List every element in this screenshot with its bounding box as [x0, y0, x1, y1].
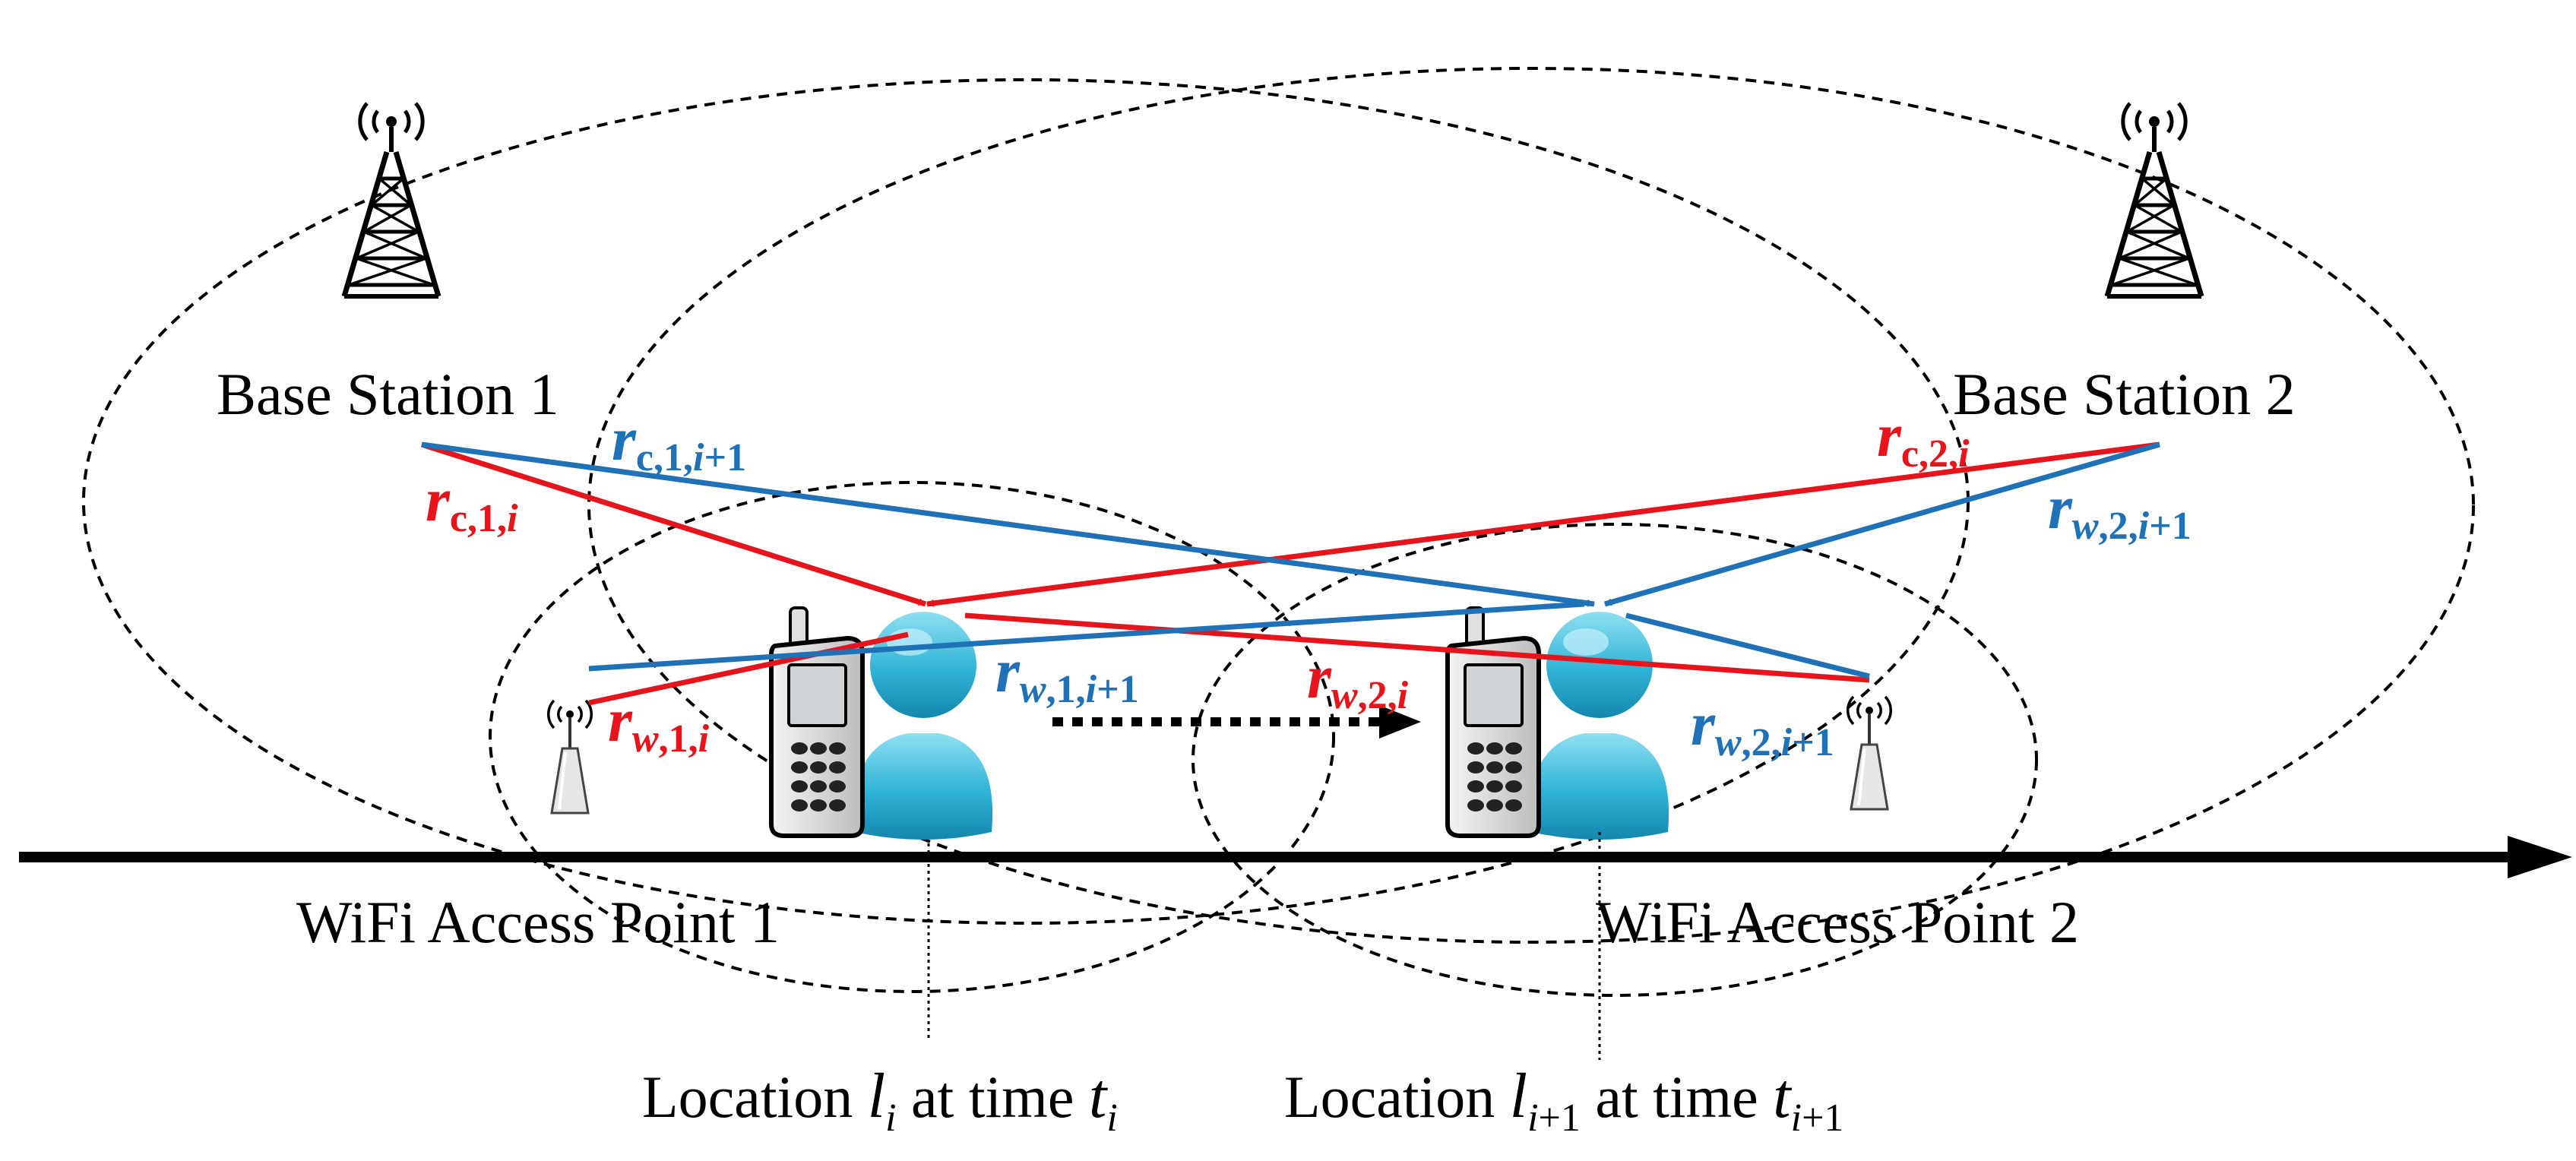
label-r-w-2-i-plus-1-lower: rw,2,i+1	[1691, 689, 1834, 764]
link-bs1-to-user-i	[420, 441, 927, 607]
mobile-phone-icon	[1448, 608, 1539, 836]
coverage-ellipse-base-station-2	[587, 67, 2475, 944]
link-ap2-to-user-i1	[1625, 612, 1870, 679]
movement-arrowhead	[1379, 705, 1421, 739]
link-ap1-to-user-i1	[588, 601, 1585, 672]
location-i-caption: Location li at time ti	[642, 1061, 1118, 1140]
link-ap1-to-user-i	[588, 631, 909, 706]
link-bs2-to-user-i	[926, 441, 2160, 607]
coverage-ellipse-base-station-1	[82, 78, 1970, 925]
wifi-antenna-icon	[1846, 695, 1893, 811]
label-r-c-1-i: rc,1,i	[426, 465, 518, 540]
label-r-w-1-i: rw,1,i	[608, 685, 710, 761]
mobile-phone-icon	[771, 608, 862, 836]
link-bs1-to-user-i1	[421, 441, 1595, 607]
coverage-ellipse-wifi-ap-1	[489, 481, 1335, 993]
wifi-ap-2-label: WiFi Access Point 2	[1596, 889, 2079, 955]
label-r-w-2-i-plus-1-upper: rw,2,i+1	[2048, 473, 2191, 548]
person-icon	[1530, 612, 1669, 840]
base-station-1-label: Base Station 1	[217, 361, 559, 427]
wifi-ap-1-label: WiFi Access Point 1	[296, 889, 780, 955]
coverage-ellipse-wifi-ap-2	[1191, 523, 2038, 997]
cell-tower-icon	[2107, 103, 2201, 296]
location-i-plus-1-caption: Location li+1 at time ti+1	[1284, 1061, 1843, 1140]
link-ap2-to-user-i	[964, 612, 1870, 683]
label-r-w-2-i: rw,2,i	[1307, 642, 1409, 717]
label-r-w-1-i-plus-1: rw,1,i+1	[995, 636, 1139, 711]
link-bs2-to-user-i1	[1604, 441, 2160, 607]
base-station-2-label: Base Station 2	[1953, 361, 2296, 427]
label-r-c-1-i-plus-1: rc,1,i+1	[612, 404, 746, 479]
ground-axis-arrowhead	[2508, 836, 2572, 878]
label-r-c-2-i: rc,2,i	[1877, 400, 1970, 476]
wifi-antenna-icon	[546, 699, 593, 815]
cell-tower-icon	[344, 103, 438, 296]
